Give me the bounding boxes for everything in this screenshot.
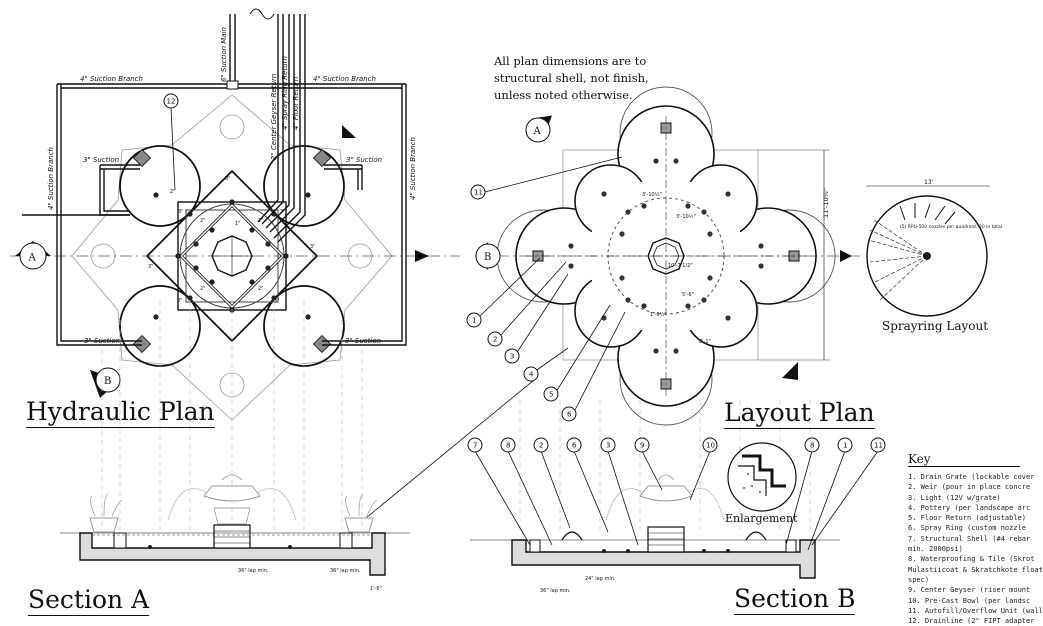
callout-b-8a: 8 xyxy=(506,442,510,450)
section-marker-b-layout: B xyxy=(484,252,491,263)
callout-layout-11: 11 xyxy=(474,189,483,197)
svg-text:All plan dimensions are to: All plan dimensions are to structural sh… xyxy=(493,54,652,102)
dim-13ft: 13' xyxy=(924,179,934,186)
dim-5ft-6: 5'-6" xyxy=(682,292,694,298)
hydraulic-plan: 3" 3" 3" 3" 3" 3" 3" 2" 2" 2" 2" 2" 1" 4" Suction… xyxy=(10,8,460,421)
key-item: 7. Structural Shell (#4 rebar xyxy=(908,534,1031,543)
svg-text:3": 3" xyxy=(177,298,182,304)
label-4in-suction-branch-vert-left: 4" Suction Branch xyxy=(47,147,55,210)
section-a: 36" lap min. 36" lap min. 1'-6" xyxy=(60,300,410,592)
drawing-sheet: 3" 3" 3" 3" 3" 3" 3" 2" 2" 2" 2" 2" 1" 4" Suction… xyxy=(10,8,1002,594)
callout-layout-6: 6 xyxy=(567,411,572,419)
svg-text:3": 3" xyxy=(178,209,183,215)
note-line-2: structural shell, not finish, xyxy=(494,71,649,85)
key-item: 10. Pre-Cast Bowl (per landsc xyxy=(908,596,1031,605)
label-3in-suction-tl: 3" Suction xyxy=(83,156,119,164)
callout-12: 12 xyxy=(167,98,176,106)
label-3in-suction-tr: 3" Suction xyxy=(346,156,382,164)
label-6in-suction-main: 6" Suction Main xyxy=(220,27,228,82)
callout-b-11: 11 xyxy=(874,442,883,450)
key-item: spec) xyxy=(908,575,930,584)
callout-layout-2: 2 xyxy=(493,336,497,344)
dim-lap-a2: 36" lap min. xyxy=(330,568,361,574)
label-spray-ring-return: 4" Spray Ring Return xyxy=(281,56,289,130)
dim-11ft-10half: 11'-10½" xyxy=(822,188,830,218)
hydraulic-plan-title: Hydraulic Plan xyxy=(26,397,215,428)
sprayring-layout: 13' (5) RPU-500 nozzles per quadrant, 20… xyxy=(866,179,1002,333)
section-marker-a: A xyxy=(28,253,37,264)
callout-layout-1: 1 xyxy=(472,317,476,325)
key-title: Key xyxy=(908,452,1020,467)
callout-b-6: 6 xyxy=(572,442,577,450)
svg-text:2": 2" xyxy=(258,286,263,292)
svg-text:2": 2" xyxy=(170,189,175,195)
dim-lap-b2: 36" lap min. xyxy=(540,588,571,594)
label-4in-suction-branch-left: 4" Suction Branch xyxy=(80,75,143,83)
note-line-3: unless noted otherwise. xyxy=(494,88,633,102)
label-4in-suction-branch-right: 4" Suction Branch xyxy=(313,75,376,83)
callout-b-9: 9 xyxy=(640,442,644,450)
label-4in-suction-branch-vert-right: 4" Suction Branch xyxy=(409,137,417,200)
svg-text:3": 3" xyxy=(310,244,315,250)
spray-note: (5) RPU-500 nozzles per quadrant, 20 in … xyxy=(900,224,1002,230)
svg-text:1": 1" xyxy=(235,221,240,227)
dim-10ft-7half: 10'-7 1/2" xyxy=(668,263,693,269)
layout-plan: 3'-10½" 3'-10½" 10'-7 1/2" 5'-6" 1'-6½" … xyxy=(365,54,860,519)
label-3in-suction-bl: 3" Suction xyxy=(84,337,120,345)
svg-text:2": 2" xyxy=(200,286,205,292)
callout-b-10: 10 xyxy=(706,442,715,450)
key-item: 4. Pottery (per landscape arc xyxy=(908,503,1031,512)
callout-b-8b: 8 xyxy=(810,442,814,450)
dim-1ft-6half: 1'-6½" xyxy=(650,311,667,318)
svg-text:3": 3" xyxy=(225,176,230,182)
label-center-geyser-return: 2" Center Geyser Return xyxy=(270,74,278,160)
key-item: Mulastiicoat & Skratchkote float xyxy=(908,565,1043,574)
section-b: 24" lap min. 36" lap min. 7 8 2 6 3 9 10… xyxy=(467,400,886,594)
svg-text:2": 2" xyxy=(258,218,263,224)
dim-8ft-1: 8'-1" xyxy=(699,339,711,345)
callout-layout-4: 4 xyxy=(529,371,534,379)
callout-b-1: 1 xyxy=(843,442,847,450)
key-item: 6. Spray Ring (custom nozzle xyxy=(908,524,1027,533)
dim-3ft-10half-b: 3'-10½" xyxy=(676,213,696,220)
section-b-title: Section B xyxy=(734,584,856,615)
svg-text:3": 3" xyxy=(148,264,153,270)
callout-b-7: 7 xyxy=(473,442,477,450)
key-item: 3. Light (12V w/grate) xyxy=(908,493,1001,502)
key-item: 11. Autofill/Overflow Unit (wall xyxy=(908,606,1043,615)
key-item: min. 2000psi) xyxy=(908,545,963,554)
key-item: 12. Drainline (2" FIPT adapter xyxy=(908,617,1035,626)
callout-b-2: 2 xyxy=(539,442,543,450)
callout-layout-3: 3 xyxy=(510,353,514,361)
dim-lap-b1: 24" lap min. xyxy=(585,576,616,582)
layout-plan-title: Layout Plan xyxy=(724,398,875,429)
key-item: 1. Drain Grate (lockable cover xyxy=(908,473,1035,481)
section-marker-a-layout: A xyxy=(533,126,542,137)
note-line-1: All plan dimensions are to xyxy=(493,54,646,68)
dim-1ft-6: 1'-6" xyxy=(370,586,382,592)
key-legend: Key 1. Drain Grate (lockable cover 2. Wei… xyxy=(908,452,1043,625)
svg-text:3": 3" xyxy=(274,298,279,304)
svg-text:2": 2" xyxy=(200,218,205,224)
section-marker-b-hydraulic: B xyxy=(104,376,111,387)
key-item: 8. Waterproofing & Tile (Skrot xyxy=(908,555,1035,564)
label-3in-suction-br: 3" Suction xyxy=(345,337,381,345)
section-a-title: Section A xyxy=(28,585,150,616)
svg-text:3": 3" xyxy=(280,209,285,215)
key-item: 9. Center Geyser (riser mount xyxy=(908,586,1031,595)
enlargement-title: Enlargement xyxy=(725,512,798,525)
sprayring-title: Sprayring Layout xyxy=(882,319,988,333)
key-item: 5. Floor Return (adjustable) xyxy=(908,514,1027,523)
key-item: 2. Weir (pour in place concre xyxy=(908,483,1031,492)
label-floor-return: 4" Floor Return xyxy=(292,77,300,130)
dim-3ft-10half-a: 3'-10½" xyxy=(642,191,662,198)
callout-b-3: 3 xyxy=(606,442,610,450)
dim-lap-a1: 36" lap min. xyxy=(238,568,269,574)
callout-layout-5: 5 xyxy=(549,391,553,399)
